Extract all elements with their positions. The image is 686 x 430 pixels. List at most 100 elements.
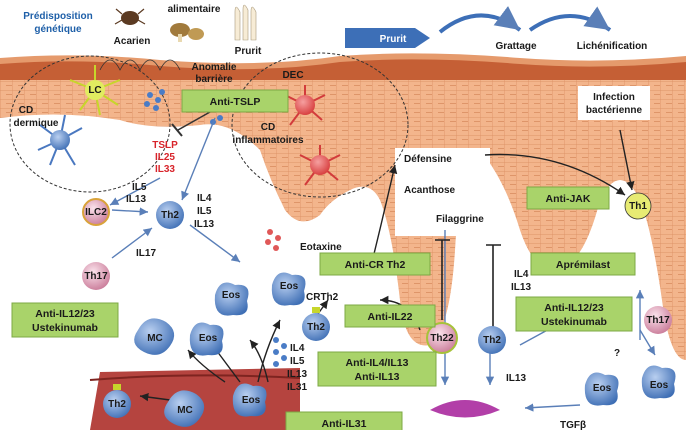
mc-1-label: MC	[147, 333, 163, 344]
eos-5-label: Eos	[593, 383, 612, 394]
eos-6-label: Eos	[650, 380, 669, 391]
il17-label: IL17	[136, 248, 156, 259]
anti-tslp-label: Anti-TSLP	[210, 96, 261, 108]
il13-label: IL13	[126, 194, 146, 205]
mushroom-food-icon	[170, 23, 204, 42]
anti-il12-right-box: Anti-IL12/23 Ustekinumab	[515, 296, 633, 332]
cd-inflam-label-2: inflammatoires	[232, 135, 304, 146]
anomalie-label-1: Anomalie	[191, 62, 236, 73]
cd-dermique-label-1: CD	[19, 105, 33, 116]
lc-label: LC	[88, 85, 101, 96]
anti-il22-label: Anti-IL22	[368, 311, 413, 323]
inflam-dc-cell	[299, 145, 341, 186]
lichenification-arrow	[528, 6, 612, 32]
th2-d-label: Th2	[108, 399, 126, 410]
eotaxine-label: Eotaxine	[300, 242, 342, 253]
infection-label-1: Infection	[593, 92, 635, 103]
grattage-label: Grattage	[495, 41, 537, 52]
th17-cell-a: Th17	[82, 262, 110, 290]
acarien-label: Acarien	[114, 36, 151, 47]
il13-right-label: IL13	[511, 282, 531, 293]
th2-cell-a: Th2	[156, 201, 184, 229]
anti-il31-box: Anti-IL31	[285, 411, 403, 430]
filaggrine-inhibition-1	[435, 239, 450, 320]
eos-4-label: Eos	[242, 395, 261, 406]
eos-cell-3: Eos	[189, 322, 224, 356]
crth2-label: CRTh2	[306, 292, 339, 303]
eos-2-label: Eos	[280, 281, 299, 292]
dec-cell	[284, 85, 326, 126]
il31-label: IL31	[287, 382, 307, 393]
acanthose-label: Acanthose	[404, 185, 456, 196]
il4-right-label: IL4	[514, 269, 529, 280]
lc-dendritic-cell: LC	[69, 65, 121, 116]
anti-il4-il13-box: Anti-IL4/IL13 Anti-IL13	[317, 351, 437, 387]
filaggrine-label: Filaggrine	[436, 214, 484, 225]
anti-jak-label: Anti-JAK	[546, 193, 591, 205]
prurit-arrow-label: Prurit	[380, 34, 407, 45]
th22-label: Th22	[430, 333, 454, 344]
th2-b-receptor	[312, 307, 320, 313]
apremilast-box: Aprémilast	[530, 252, 636, 276]
predisposition-label-1: Prédisposition	[23, 11, 92, 22]
th17-cell-b: Th17	[644, 306, 672, 334]
mc-cell-1: MC	[134, 318, 175, 355]
cd-inflam-label-1: CD	[261, 122, 275, 133]
th2-b-label: Th2	[307, 322, 325, 333]
prurit-arrow	[345, 28, 430, 48]
anti-il4-il13-label-2: Anti-IL13	[355, 371, 400, 383]
infection-bg	[578, 86, 650, 120]
prurit-small-label: Prurit	[235, 46, 262, 57]
tgfb-label: TGFβ	[560, 420, 586, 430]
eos-cell-2: Eos	[271, 272, 306, 306]
lichenification-label: Lichénification	[577, 41, 648, 52]
anti-jak-box: Anti-JAK	[526, 186, 610, 210]
anti-il12-right-label-2: Ustekinumab	[541, 316, 607, 328]
cd-inflammatoires-region	[231, 52, 409, 198]
th2-c-label: Th2	[483, 335, 501, 346]
eos-1-label: Eos	[222, 290, 241, 301]
il5-bottom-label: IL5	[290, 356, 305, 367]
dermal-dc-cell	[37, 114, 83, 166]
predisposition-label-2: génétique	[34, 24, 82, 35]
anti-il22-box: Anti-IL22	[344, 304, 436, 328]
defensine-label: Défensine	[404, 154, 452, 165]
il5-label-b: IL5	[197, 206, 212, 217]
th22-cell: Th22	[426, 322, 458, 354]
filaggrine-inhibition-2	[486, 244, 501, 330]
infection-label-2: bactérienne	[586, 105, 643, 116]
cd-dermique-region	[9, 55, 171, 193]
anti-il12-left-label-2: Ustekinumab	[32, 322, 98, 334]
grattage-arrow	[438, 6, 522, 34]
il5-label: IL5	[132, 182, 147, 193]
ilc2-cell: ILC2	[82, 198, 110, 226]
anomalie-label-2: barrière	[195, 74, 233, 85]
tslp-inhibition	[177, 111, 211, 131]
th1-label: Th1	[629, 201, 647, 212]
il-dots	[273, 337, 287, 367]
alimentaire-label: alimentaire	[168, 4, 221, 15]
th2-cell-b: Th2	[302, 307, 330, 341]
il13-bottom-label: IL13	[287, 369, 307, 380]
il4-bottom-label: IL4	[290, 343, 305, 354]
il4-label: IL4	[197, 193, 212, 204]
th17-a-label: Th17	[84, 271, 108, 282]
anti-cr-th2-box: Anti-CR Th2	[319, 252, 431, 276]
th1-cell: Th1	[624, 192, 652, 220]
th2-cell-d: Th2	[103, 384, 131, 418]
anti-il12-right-label-1: Anti-IL12/23	[544, 302, 604, 314]
itch-scribble	[99, 59, 181, 71]
mc-cell-2: MC	[164, 390, 205, 427]
eotaxine-dots	[265, 229, 281, 251]
mite-icon	[114, 8, 146, 25]
anti-il12-left-label-1: Anti-IL12/23	[35, 308, 95, 320]
il33-cytokine: IL33	[155, 164, 175, 175]
dec-label: DEC	[282, 70, 303, 81]
th2-d-receptor	[113, 384, 121, 390]
mc-2-label: MC	[177, 405, 193, 416]
fibroblast-cell	[430, 400, 500, 418]
anti-il12-left-box: Anti-IL12/23 Ustekinumab	[11, 302, 119, 338]
eos-cell-4: Eos	[232, 383, 267, 417]
th2-a-label: Th2	[161, 210, 179, 221]
